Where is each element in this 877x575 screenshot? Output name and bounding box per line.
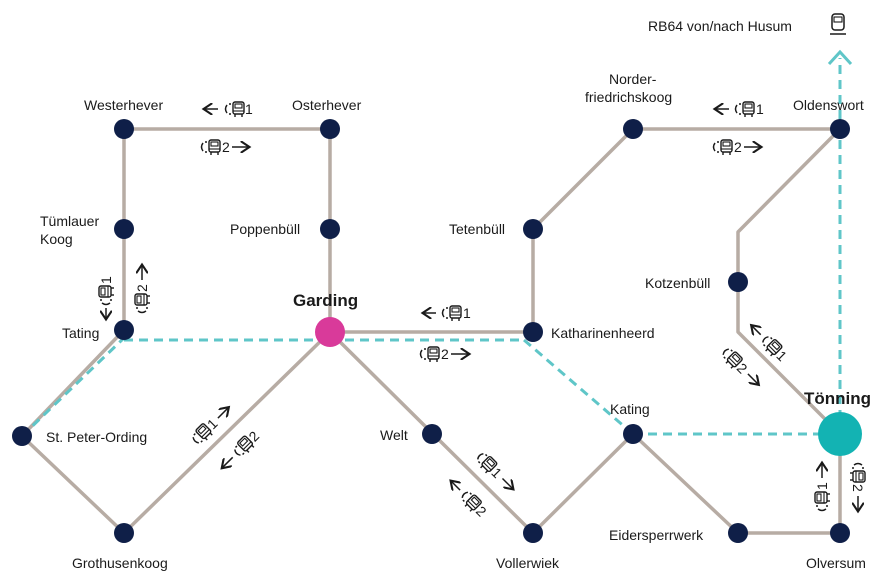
svg-text:2: 2 xyxy=(850,484,866,492)
label-garding: Garding xyxy=(293,291,358,310)
label-toenning: Tönning xyxy=(804,389,871,408)
svg-text:2: 2 xyxy=(734,139,742,155)
svg-text:1: 1 xyxy=(98,276,114,284)
dir-tating-1: 1 xyxy=(98,276,115,318)
label-tuemlauer-1: Tümlauer xyxy=(40,213,99,229)
hub-garding[interactable] xyxy=(315,317,345,347)
dashed-spo-tating xyxy=(20,336,126,438)
stop-eidersperrwerk[interactable] xyxy=(728,523,748,543)
svg-text:1: 1 xyxy=(463,305,471,321)
route-lines xyxy=(20,127,842,535)
route-katharinenheerd-norder xyxy=(531,127,635,334)
stop-kating[interactable] xyxy=(623,424,643,444)
route-kating-eidersperrwerk xyxy=(631,432,842,535)
stop-welt[interactable] xyxy=(422,424,442,444)
svg-text:2: 2 xyxy=(473,503,490,520)
stop-tating[interactable] xyxy=(114,320,134,340)
rail-connections xyxy=(20,49,853,438)
svg-text:1: 1 xyxy=(245,101,253,117)
svg-text:2: 2 xyxy=(441,346,449,362)
dir-toenning-olv-2: 2 xyxy=(849,462,866,511)
stop-grothusenkoog[interactable] xyxy=(114,523,134,543)
rail-label-group: RB64 von/nach Husum xyxy=(648,13,846,35)
dir-norder-olden-1: 1 xyxy=(716,101,764,118)
label-kating: Kating xyxy=(610,401,650,417)
route-grothusenkoog-garding xyxy=(122,330,332,535)
label-eidersperrwerk: Eidersperrwerk xyxy=(609,527,704,543)
dir-welt-voller-1: 1 xyxy=(473,449,518,494)
label-grothusenkoog: Grothusenkoog xyxy=(72,555,168,571)
train-icon xyxy=(830,13,846,35)
stop-katharinenheerd[interactable] xyxy=(523,322,543,342)
label-tating: Tating xyxy=(62,325,99,341)
stop-vollerwiek[interactable] xyxy=(523,523,543,543)
route-vollerwiek-kating xyxy=(531,432,635,535)
stop-tuemlauer-koog[interactable] xyxy=(114,219,134,239)
dir-garding-kath-2: 2 xyxy=(419,346,469,363)
dashed-katharinenheerd-kating xyxy=(523,338,634,436)
label-tetenbuell: Tetenbüll xyxy=(449,221,505,237)
route-tating-spo xyxy=(20,328,126,438)
stop-olversum[interactable] xyxy=(830,523,850,543)
svg-text:2: 2 xyxy=(245,428,262,445)
direction-markers: 1 2 1 2 1 2 xyxy=(98,101,866,520)
label-kotzenbuell: Kotzenbüll xyxy=(645,275,710,291)
stops xyxy=(12,119,862,543)
stop-osterhever[interactable] xyxy=(320,119,340,139)
label-tuemlauer-2: Koog xyxy=(40,231,73,247)
stop-norderfriedrichskoog[interactable] xyxy=(623,119,643,139)
label-osterhever: Osterhever xyxy=(292,97,362,113)
stop-westerhever[interactable] xyxy=(114,119,134,139)
stop-tetenbuell[interactable] xyxy=(523,219,543,239)
dir-groth-garding-1: 1 xyxy=(189,403,233,448)
label-katharinenheerd: Katharinenheerd xyxy=(551,325,655,341)
svg-text:1: 1 xyxy=(773,347,790,364)
label-olversum: Olversum xyxy=(806,555,866,571)
stop-kotzenbuell[interactable] xyxy=(728,272,748,292)
dir-west-ost-1: 1 xyxy=(205,101,253,118)
svg-text:1: 1 xyxy=(814,482,830,490)
stop-oldenswort[interactable] xyxy=(830,119,850,139)
dir-toenning-kotz-1: 1 xyxy=(747,321,790,364)
svg-text:1: 1 xyxy=(756,101,764,117)
route-spo-grothusenkoog xyxy=(20,434,126,535)
label-rb64: RB64 von/nach Husum xyxy=(648,18,792,34)
label-oldenswort: Oldenswort xyxy=(793,97,864,113)
label-westerhever: Westerhever xyxy=(84,97,163,113)
husum-arrowhead xyxy=(827,49,853,66)
label-welt: Welt xyxy=(380,427,408,443)
dir-west-ost-2: 2 xyxy=(200,139,249,156)
label-norder-1: Norder- xyxy=(609,71,657,87)
dir-norder-olden-2: 2 xyxy=(712,139,761,156)
svg-text:2: 2 xyxy=(134,284,150,292)
label-st-peter-ording: St. Peter-Ording xyxy=(46,429,147,445)
label-vollerwiek: Vollerwiek xyxy=(496,555,560,571)
stop-labels: Westerhever Osterhever Tümlauer Koog Pop… xyxy=(40,71,871,571)
label-norder-2: friedrichskoog xyxy=(585,89,672,105)
dir-garding-kath-1: 1 xyxy=(424,305,471,322)
svg-text:2: 2 xyxy=(222,139,230,155)
stop-poppenbuell[interactable] xyxy=(320,219,340,239)
dir-toenning-olv-1: 1 xyxy=(814,464,831,512)
hub-toenning[interactable] xyxy=(818,412,862,456)
dir-tating-2: 2 xyxy=(134,266,151,314)
label-poppenbuell: Poppenbüll xyxy=(230,221,300,237)
stop-st-peter-ording[interactable] xyxy=(12,426,32,446)
